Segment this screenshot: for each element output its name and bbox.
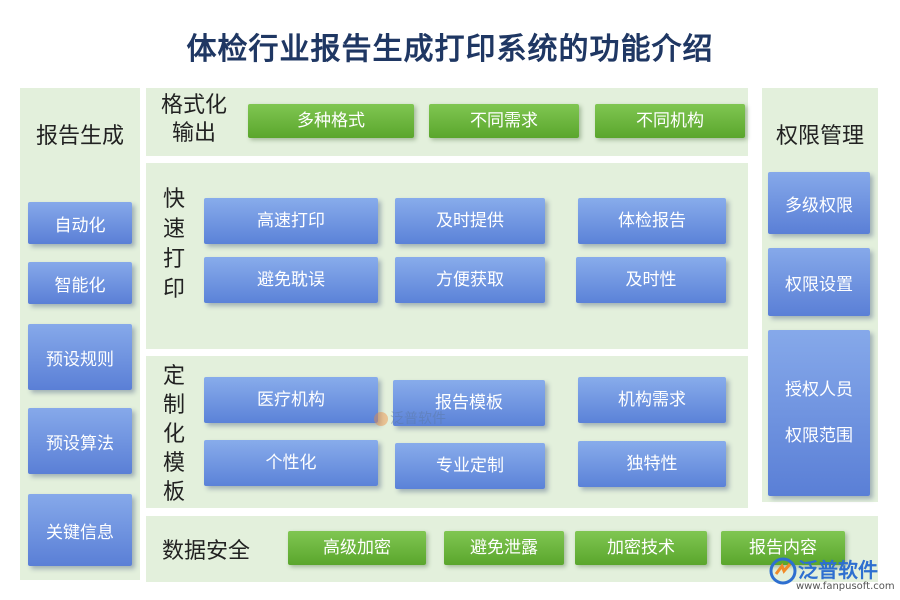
format-item-different-needs[interactable]: 不同需求 (429, 104, 579, 138)
right-item-label: 权限范围 (785, 426, 853, 446)
format-output-panel: 格式化 输出 多种格式 不同需求 不同机构 (146, 88, 748, 156)
brand-url: www.fanpusoft.com (796, 581, 895, 592)
left-item-preset-algorithm[interactable]: 预设算法 (28, 408, 132, 474)
format-output-title: 格式化 输出 (154, 92, 234, 148)
left-item-preset-rules[interactable]: 预设规则 (28, 324, 132, 390)
print-item-high-speed[interactable]: 高速打印 (204, 198, 378, 244)
custom-template-title: 定 制 化 模 板 (156, 362, 192, 507)
report-generation-panel: 报告生成 自动化 智能化 预设规则 预设算法 关键信息 (20, 88, 140, 580)
brand-name: 泛普软件 (798, 558, 878, 582)
template-item-professional-custom[interactable]: 专业定制 (395, 443, 545, 489)
template-item-medical-institution[interactable]: 医疗机构 (204, 377, 378, 423)
page-title: 体检行业报告生成打印系统的功能介绍 (186, 32, 714, 67)
brand-logo: 泛普软件 www.fanpusoft.com (768, 552, 896, 598)
fast-print-title-char: 快 (162, 187, 185, 212)
watermark-text: 泛普软件 (390, 411, 446, 427)
print-item-exam-report[interactable]: 体检报告 (578, 198, 726, 244)
template-item-institution-needs[interactable]: 机构需求 (578, 377, 726, 423)
permission-title: 权限管理 (775, 124, 864, 149)
right-item-label: 权限设置 (785, 274, 853, 295)
print-item-easy-access[interactable]: 方便获取 (395, 257, 545, 303)
fast-print-title-char: 印 (162, 277, 185, 302)
fast-print-title-char: 速 (162, 217, 185, 242)
template-item-report-template[interactable]: 报告模板 (393, 380, 545, 426)
custom-template-title-char: 模 (162, 451, 185, 476)
security-item-avoid-leak[interactable]: 避免泄露 (444, 531, 564, 565)
right-item-multilevel-permission[interactable]: 多级权限 (768, 172, 870, 234)
left-item-key-info[interactable]: 关键信息 (28, 494, 132, 566)
format-item-different-institutions[interactable]: 不同机构 (595, 104, 745, 138)
format-item-multi-format[interactable]: 多种格式 (248, 104, 414, 138)
watermark-logo-icon (374, 412, 388, 426)
template-item-personalized[interactable]: 个性化 (204, 440, 378, 486)
security-item-advanced-encryption[interactable]: 高级加密 (288, 531, 426, 565)
custom-template-title-char: 制 (162, 393, 185, 418)
right-item-permission-settings[interactable]: 权限设置 (768, 248, 870, 316)
center-watermark: 泛普软件 (374, 408, 446, 428)
report-generation-title: 报告生成 (35, 124, 124, 149)
print-item-timely-provide[interactable]: 及时提供 (395, 198, 545, 244)
left-item-label: 自动化 (54, 215, 106, 236)
custom-template-title-char: 板 (162, 480, 185, 505)
left-item-label: 预设规则 (46, 349, 114, 370)
left-item-automation[interactable]: 自动化 (28, 202, 132, 244)
custom-template-title-char: 化 (162, 422, 185, 447)
left-item-label: 预设算法 (46, 433, 114, 454)
right-item-label: 授权人员 (785, 380, 853, 400)
left-item-label: 智能化 (54, 275, 106, 296)
left-item-label: 关键信息 (46, 522, 114, 543)
right-item-authorization[interactable]: 授权人员 权限范围 (768, 330, 870, 496)
print-item-avoid-delay[interactable]: 避免耽误 (204, 257, 378, 303)
data-security-panel: 数据安全 高级加密 避免泄露 加密技术 报告内容 (146, 516, 878, 582)
left-item-intelligent[interactable]: 智能化 (28, 262, 132, 304)
fast-print-title-char: 打 (162, 247, 185, 272)
format-output-title-line1: 格式化 (160, 93, 227, 118)
right-item-label: 多级权限 (785, 195, 853, 216)
format-output-title-line2: 输出 (171, 121, 216, 146)
template-item-uniqueness[interactable]: 独特性 (578, 441, 726, 487)
data-security-title: 数据安全 (162, 539, 251, 564)
print-item-timeliness[interactable]: 及时性 (576, 257, 726, 303)
brand-logo-icon (769, 557, 797, 585)
fast-print-panel: 快 速 打 印 高速打印 及时提供 体检报告 避免耽误 方便获取 及时性 (146, 163, 748, 349)
custom-template-title-char: 定 (162, 364, 185, 389)
permission-panel: 权限管理 多级权限 权限设置 授权人员 权限范围 (762, 88, 878, 502)
fast-print-title: 快 速 打 印 (156, 185, 192, 305)
security-item-encryption-tech[interactable]: 加密技术 (575, 531, 707, 565)
custom-template-panel: 定 制 化 模 板 医疗机构 报告模板 机构需求 个性化 专业定制 独特性 (146, 356, 748, 508)
